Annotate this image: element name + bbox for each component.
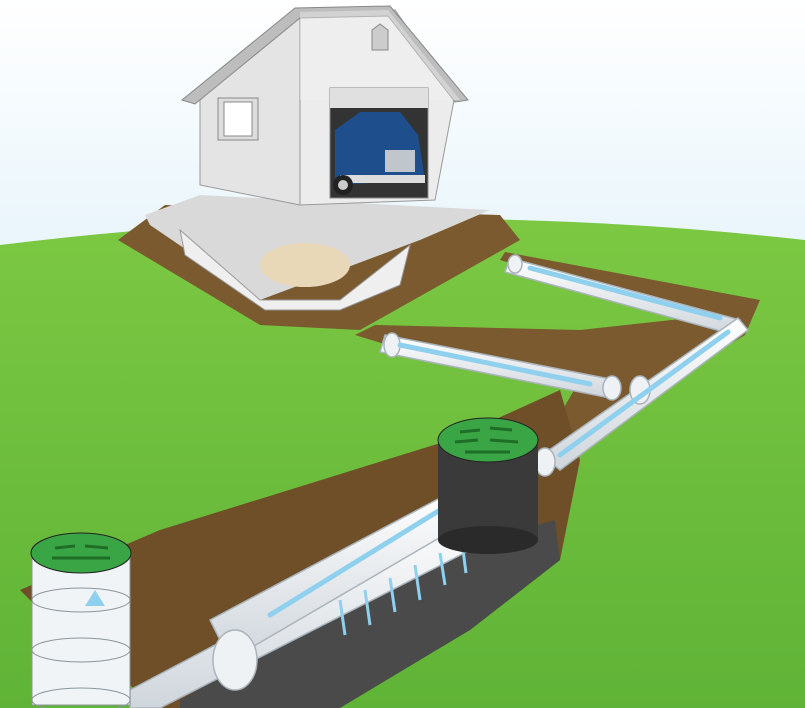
footing-pit [260, 243, 350, 287]
catch-basin-icon [437, 417, 539, 554]
car-icon [333, 112, 425, 195]
flow-arrow-icon [92, 265, 731, 703]
footing-wall [179, 228, 411, 311]
catch-basin-icon [30, 532, 132, 708]
